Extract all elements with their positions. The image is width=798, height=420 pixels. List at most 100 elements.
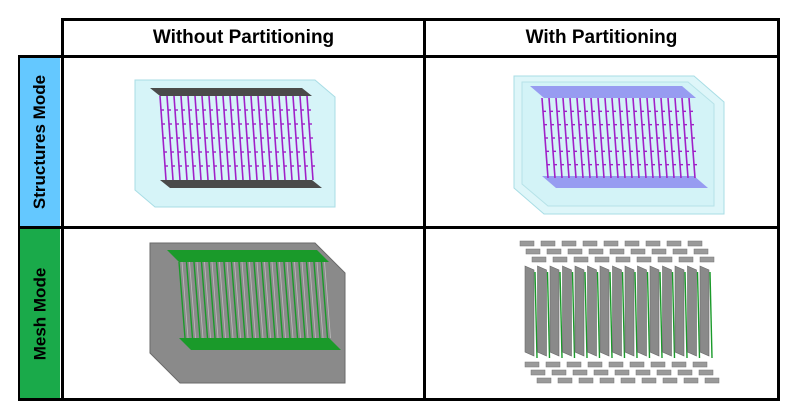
mesh-rod: [660, 272, 662, 358]
top-mesh-pad: [652, 249, 666, 254]
grid-line-right: [777, 18, 780, 401]
mesh-rod: [710, 272, 712, 358]
mesh-fin: [700, 266, 709, 356]
bottom-mesh-pad: [573, 370, 587, 375]
top-mesh-pad: [658, 257, 672, 262]
mesh-rod: [573, 272, 575, 358]
mesh-rod: [610, 272, 612, 358]
mesh-fin: [675, 266, 684, 356]
top-mesh-pad: [541, 241, 555, 246]
mesh-rod: [648, 272, 650, 358]
mesh-fin: [613, 266, 622, 356]
top-mesh-pad: [688, 241, 702, 246]
column-header-with-partitioning: With Partitioning: [426, 20, 777, 56]
top-mesh-pad: [568, 249, 582, 254]
top-mesh-pad: [616, 257, 630, 262]
cell-mesh-without-partitioning: [145, 238, 355, 388]
mesh-fin: [650, 266, 659, 356]
cell-mesh-with-partitioning: [515, 236, 730, 391]
bottom-mesh-pad: [537, 378, 551, 383]
bottom-mesh-pad: [588, 362, 602, 367]
bottom-plate: [160, 180, 322, 188]
top-mesh-pad: [553, 257, 567, 262]
bottom-mesh-pad: [600, 378, 614, 383]
top-plate: [150, 88, 312, 96]
mesh-rod: [673, 272, 675, 358]
bottom-mesh-pad: [546, 362, 560, 367]
bottom-mesh-pad: [672, 362, 686, 367]
bottom-green-plate: [179, 338, 341, 350]
top-mesh-pad: [574, 257, 588, 262]
top-mesh-pad: [604, 241, 618, 246]
top-green-plate: [167, 250, 329, 262]
bottom-mesh-pad: [630, 362, 644, 367]
bottom-mesh-pad: [525, 362, 539, 367]
mesh-model-no-partition: [145, 238, 355, 388]
bottom-mesh-pad: [621, 378, 635, 383]
bottom-mesh-pad: [651, 362, 665, 367]
mesh-fin: [600, 266, 609, 356]
bottom-mesh-pad: [693, 362, 707, 367]
grid-line-middle: [18, 226, 780, 229]
mesh-fin: [688, 266, 697, 356]
mesh-fin: [525, 266, 534, 356]
top-mesh-pad: [595, 257, 609, 262]
bottom-mesh-pad: [609, 362, 623, 367]
mesh-rod: [623, 272, 625, 358]
mesh-fin: [563, 266, 572, 356]
top-mesh-pad: [547, 249, 561, 254]
grid-line-header-col: [61, 18, 64, 401]
mesh-fin: [663, 266, 672, 356]
bottom-mesh-pad: [684, 378, 698, 383]
bottom-mesh-pad: [552, 370, 566, 375]
structures-model-partitioned: [512, 72, 727, 217]
top-mesh-pad: [694, 249, 708, 254]
bottom-mesh-pad: [705, 378, 719, 383]
mesh-fin: [625, 266, 634, 356]
top-mesh-pad: [610, 249, 624, 254]
top-mesh-pad: [532, 257, 546, 262]
bottom-mesh-pad: [678, 370, 692, 375]
mesh-rod: [548, 272, 550, 358]
bottom-mesh-pad: [579, 378, 593, 383]
mesh-model-partitioned: [515, 236, 730, 391]
top-mesh-pad: [646, 241, 660, 246]
top-mesh-pad: [526, 249, 540, 254]
top-mesh-pad: [679, 257, 693, 262]
grid-line-bottom: [18, 398, 780, 401]
mesh-fin: [538, 266, 547, 356]
row-header-mesh-label: Mesh Mode: [30, 267, 50, 360]
bottom-mesh-pad: [567, 362, 581, 367]
top-mesh-pad: [700, 257, 714, 262]
bottom-mesh-pad: [594, 370, 608, 375]
bottom-mesh-pad: [657, 370, 671, 375]
mesh-rod: [598, 272, 600, 358]
grid-line-center: [423, 18, 426, 401]
bottom-mesh-pad: [531, 370, 545, 375]
top-mesh-pad: [520, 241, 534, 246]
top-partition-plate: [530, 86, 696, 98]
top-mesh-pad: [667, 241, 681, 246]
top-mesh-pad: [562, 241, 576, 246]
top-mesh-pad: [673, 249, 687, 254]
bottom-mesh-pad: [699, 370, 713, 375]
mesh-rod: [635, 272, 637, 358]
structures-model-no-partition: [130, 72, 345, 212]
row-header-structures-mode: Structures Mode: [20, 58, 60, 226]
cell-structures-with-partitioning: [512, 72, 727, 217]
mesh-fin: [588, 266, 597, 356]
bottom-mesh-pad: [558, 378, 572, 383]
mesh-fin: [575, 266, 584, 356]
row-header-structures-label: Structures Mode: [30, 75, 50, 209]
mesh-rod: [698, 272, 700, 358]
top-mesh-pad: [637, 257, 651, 262]
mesh-rod: [560, 272, 562, 358]
mesh-rod: [585, 272, 587, 358]
bottom-mesh-pad: [642, 378, 656, 383]
top-mesh-pad: [631, 249, 645, 254]
cell-structures-without-partitioning: [130, 72, 345, 212]
top-mesh-pad: [583, 241, 597, 246]
top-mesh-pad: [625, 241, 639, 246]
mesh-fin: [638, 266, 647, 356]
